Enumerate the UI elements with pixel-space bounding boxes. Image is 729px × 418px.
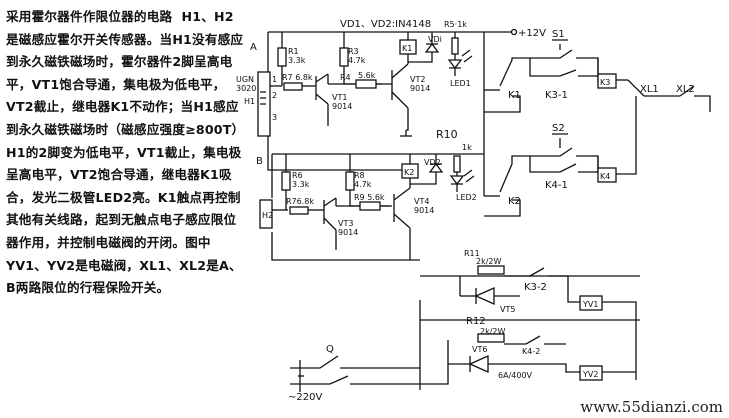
relay-contacts-b (484, 96, 637, 217)
resistor-r12 (477, 333, 505, 343)
label-led2: LED2 (456, 193, 477, 202)
label-r6-value: 3.3k (292, 180, 310, 189)
label-r11: R11 (464, 249, 480, 258)
label-vt3-part: 9014 (338, 228, 358, 237)
label-vt1: VT1 (332, 93, 347, 102)
label-k4-2: K4-2 (522, 347, 540, 356)
label-xl1: XL1 (640, 84, 659, 95)
label-r3: R3 (348, 47, 359, 56)
label-k1-contact: K1 (508, 90, 521, 101)
label-r10: R10 (436, 128, 458, 141)
label-xl2: XL2 (676, 84, 695, 95)
relay-k3-coil (597, 73, 617, 89)
ac-valve-section (290, 265, 640, 392)
channel-a-circuit (257, 28, 518, 171)
label-k1-coil: K1 (402, 44, 412, 53)
label-ugn-number: 3020 (236, 84, 256, 93)
label-vt4-part: 9014 (414, 206, 434, 215)
label-k4-coil: K4 (600, 172, 610, 181)
channel-b-circuit (259, 153, 484, 261)
description-text: H1、H2是磁感应霍尔开关传感器。当H1没有感应到永久磁铁磁场时，霍尔器件2脚呈… (6, 9, 244, 296)
label-r6: R6 (292, 171, 303, 180)
label-r4: R4 (340, 73, 351, 82)
relay-contacts-a (483, 32, 711, 196)
label-pin1: 1 (272, 75, 277, 84)
resistor-r1 (277, 47, 287, 67)
label-yv2: YV2 (582, 370, 598, 379)
label-k3-coil: K3 (600, 78, 610, 87)
resistor-r4 (355, 79, 377, 89)
resistor-r76 (289, 206, 309, 215)
hall-sensor-h2 (259, 199, 273, 229)
resistor-r5 (451, 37, 459, 55)
label-ac-220v: ~220V (288, 392, 322, 403)
label-pin2: 2 (272, 91, 277, 100)
label-channel-a: A (250, 42, 257, 53)
label-vd2: VD2 (424, 158, 441, 167)
label-r7: R7 6.8k (282, 73, 313, 82)
label-plus12v: +12V (518, 28, 546, 39)
label-k3-1: K3-1 (545, 90, 568, 101)
label-h2: H2 (262, 211, 273, 220)
label-switch-q: Q (326, 344, 334, 355)
label-r10-value: 1k (462, 143, 472, 152)
label-vt3: VT3 (338, 219, 353, 228)
relay-k4-coil (597, 167, 617, 183)
label-vt2: VT2 (410, 75, 425, 84)
resistor-r6 (281, 171, 291, 191)
label-vd1: VDi (428, 35, 442, 44)
label-led1: LED1 (450, 79, 471, 88)
label-r9: R9 5.6k (354, 193, 385, 202)
label-vd-diodes: VD1、VD2:IN4148 (340, 19, 431, 30)
circuit-description: 采用霍尔器件作限位器的电路 H1、H2是磁感应霍尔开关传感器。当H1没有感应到永… (6, 6, 244, 300)
label-r76: R76.8k (286, 197, 314, 206)
label-vt4: VT4 (414, 197, 429, 206)
label-k2-contact: K2 (508, 196, 521, 207)
label-s2: S2 (552, 123, 565, 134)
label-vt2-part: 9014 (410, 84, 430, 93)
resistor-r3 (339, 47, 349, 67)
resistor-r10 (453, 155, 461, 173)
valve-yv1 (579, 295, 603, 311)
label-r8-value: 4.7k (354, 180, 372, 189)
label-r8: R8 (354, 171, 365, 180)
label-r12: R12 (466, 316, 486, 327)
label-r1: R1 (288, 47, 299, 56)
label-vt1-part: 9014 (332, 102, 352, 111)
label-vt6-rating: 6A/400V (498, 371, 533, 380)
label-vt6: VT6 (472, 345, 487, 354)
label-r12-value: 2k/2W (480, 327, 506, 336)
label-k3-2: K3-2 (524, 282, 547, 293)
label-yv1: YV1 (582, 300, 598, 309)
valve-yv2 (579, 365, 603, 381)
label-h1: H1 (244, 97, 255, 106)
label-s1: S1 (552, 29, 565, 40)
resistor-r8 (345, 171, 355, 191)
resistor-r7 (283, 82, 303, 91)
label-r11-value: 2k/2W (476, 257, 502, 266)
label-r1-value: 3.3k (288, 56, 306, 65)
label-pin3: 3 (272, 113, 277, 122)
label-k2-coil: K2 (404, 168, 414, 177)
label-r4-value: 5.6k (358, 71, 376, 80)
label-channel-b: B (256, 156, 263, 167)
label-r5: R5·1k (444, 20, 467, 29)
resistor-r11 (477, 265, 505, 275)
plus12v-terminal (510, 28, 518, 36)
resistor-r9 (359, 201, 381, 211)
label-vt5: VT5 (500, 305, 515, 314)
label-r3-value: 4.7k (348, 56, 366, 65)
description-title: 采用霍尔器件作限位器的电路 (6, 9, 173, 24)
label-ugn: UGN (236, 75, 254, 84)
watermark: www.55dianzi.com (580, 398, 723, 416)
label-k4-1: K4-1 (545, 180, 568, 191)
